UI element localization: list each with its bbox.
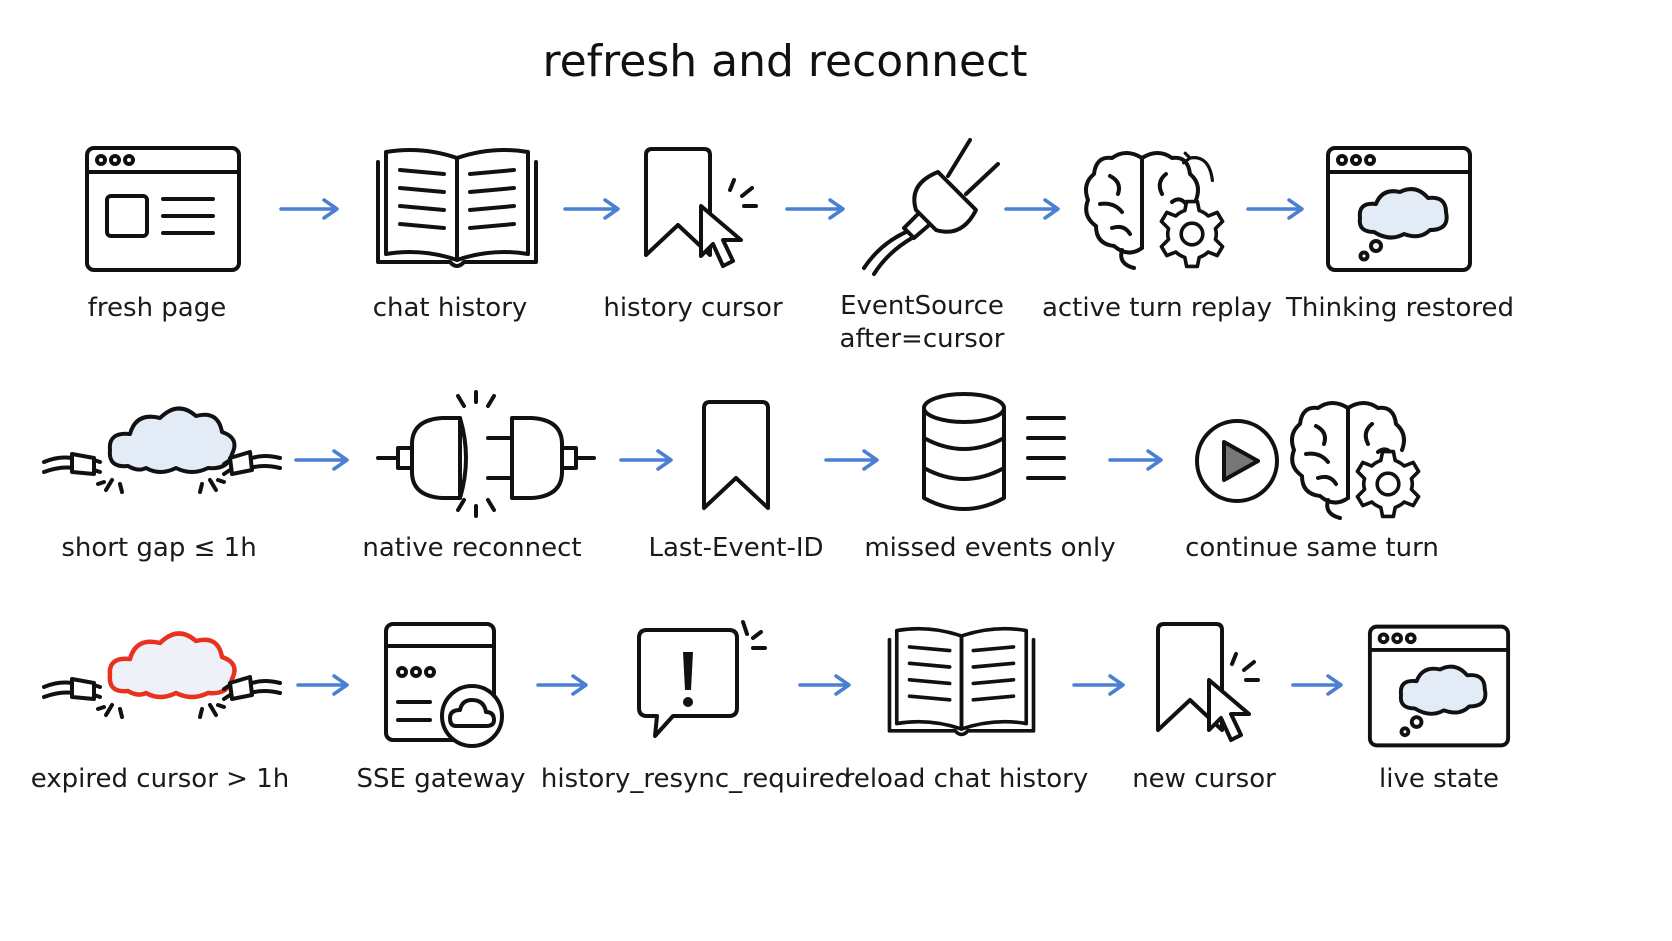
step-expired-cursor: expired cursor > 1h	[31, 633, 289, 794]
flow-arrow	[1108, 449, 1163, 471]
flow-arrow	[1291, 674, 1343, 696]
step-label: continue same turn	[1185, 533, 1439, 563]
flow-arrow	[294, 449, 349, 471]
browser-window-icon	[85, 146, 241, 272]
step-native-reconnect: native reconnect	[362, 390, 596, 563]
step-label: history_resync_required	[541, 764, 851, 794]
step-history-resync-required: history_resync_required	[541, 620, 851, 794]
diagram-title: refresh and reconnect	[542, 36, 1027, 87]
flow-arrow	[785, 198, 845, 220]
plug-reconnect-icon	[376, 390, 596, 518]
bookmark-icon	[702, 400, 770, 510]
flow-arrow	[279, 198, 339, 220]
step-label: expired cursor > 1h	[31, 764, 289, 794]
open-book-icon	[887, 626, 1036, 737]
row-1-arrows	[279, 198, 1304, 220]
cloud-disconnect-icon	[42, 406, 282, 494]
gear-icon	[1159, 199, 1225, 269]
step-label: missed events only	[864, 533, 1115, 563]
step-missed-events: missed events only	[864, 392, 1116, 563]
step-active-turn-replay: active turn replay	[1042, 151, 1272, 323]
cursor-icon	[1207, 678, 1251, 742]
row-3-arrows	[296, 674, 1343, 696]
step-label: reload chat history	[844, 764, 1089, 794]
step-label: SSE gateway	[357, 764, 526, 794]
flow-arrow	[1004, 198, 1060, 220]
gear-icon	[1355, 449, 1421, 519]
flow-arrow	[824, 449, 879, 471]
row-2-arrows	[294, 449, 1163, 471]
flow-arrow	[1072, 674, 1125, 696]
cursor-icon	[699, 204, 743, 268]
step-new-cursor: new cursor	[1132, 622, 1276, 794]
step-fresh-page: fresh page	[85, 146, 241, 323]
step-label-line-2: after=cursor	[840, 324, 1005, 354]
flow-arrow	[536, 674, 588, 696]
step-label: history cursor	[603, 293, 783, 323]
flow-arrow	[798, 674, 851, 696]
flow-arrow	[619, 449, 673, 471]
database-icon	[922, 392, 1066, 511]
plug-icon	[862, 138, 1000, 276]
gateway-cloud-icon	[384, 622, 504, 748]
click-burst-icon	[728, 178, 758, 208]
step-reload-chat-history: reload chat history	[844, 626, 1089, 794]
cloud-disconnect-red-icon	[44, 633, 280, 717]
step-chat-history: chat history	[373, 148, 538, 323]
click-burst-icon	[1230, 652, 1260, 682]
step-live-state: live state	[1367, 624, 1511, 794]
step-label: native reconnect	[362, 533, 581, 563]
step-last-event-id: Last-Event-ID	[648, 400, 824, 563]
step-continue-same-turn: continue same turn	[1185, 401, 1439, 563]
flow-arrow	[1246, 198, 1304, 220]
step-label: fresh page	[88, 293, 227, 323]
step-short-gap: short gap ≤ 1h	[42, 406, 282, 563]
browser-thought-icon	[1326, 146, 1472, 272]
open-book-icon	[376, 148, 538, 268]
alert-bubble-icon	[637, 620, 767, 738]
step-thinking-restored: Thinking restored	[1285, 146, 1514, 323]
step-label: Last-Event-ID	[648, 533, 823, 563]
step-history-cursor: history cursor	[603, 147, 783, 323]
step-sse-gateway: SSE gateway	[357, 622, 526, 794]
step-label: Thinking restored	[1285, 293, 1514, 323]
step-label: chat history	[373, 293, 528, 323]
flow-arrow	[563, 198, 620, 220]
browser-thought-icon	[1367, 624, 1511, 748]
play-icon	[1195, 419, 1279, 503]
step-label: live state	[1379, 764, 1499, 794]
step-label: short gap ≤ 1h	[61, 533, 256, 563]
step-label: new cursor	[1132, 764, 1276, 794]
flow-arrow	[296, 674, 349, 696]
step-label: active turn replay	[1042, 293, 1272, 323]
step-eventsource: EventSource after=cursor	[840, 138, 1005, 354]
step-label-line-1: EventSource	[840, 291, 1004, 321]
